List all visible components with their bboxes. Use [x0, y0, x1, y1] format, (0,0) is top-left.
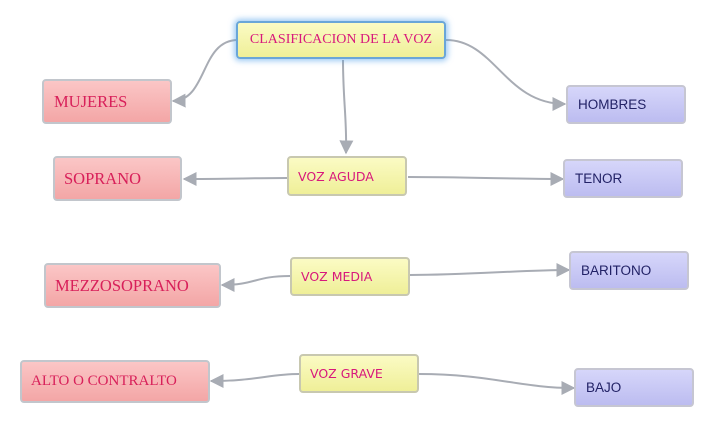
- alto-contralto-label: ALTO O CONTRALTO: [31, 373, 177, 389]
- mezzosoprano-label: MEZZOSOPRANO: [55, 275, 189, 295]
- connector-voz-media-to-mezzosoprano: [220, 275, 291, 292]
- alto-contralto-node[interactable]: ALTO O CONTRALTO: [20, 360, 210, 403]
- connector-root-to-women: [171, 39, 239, 108]
- baritono-node[interactable]: BARITONO: [569, 251, 689, 290]
- voz-media-label: VOZ MEDIA: [301, 269, 373, 284]
- soprano-label: SOPRANO: [64, 168, 142, 188]
- voz-grave-node[interactable]: VOZ GRAVE: [299, 354, 419, 393]
- connector-root-to-men: [445, 39, 567, 111]
- women-label: MUJERES: [54, 91, 128, 111]
- connector-voz-aguda-to-soprano: [182, 171, 288, 186]
- voz-media-node[interactable]: VOZ MEDIA: [290, 257, 410, 296]
- mezzosoprano-node[interactable]: MEZZOSOPRANO: [44, 263, 221, 308]
- connector-voz-aguda-to-tenor: [407, 171, 565, 186]
- connector-voz-grave-to-bajo: [418, 373, 576, 395]
- connector-root-to-voz-aguda: [339, 59, 354, 155]
- men-node[interactable]: HOMBRES: [566, 85, 686, 124]
- connector-voz-grave-to-alto: [209, 373, 300, 388]
- women-node[interactable]: MUJERES: [42, 79, 172, 124]
- soprano-node[interactable]: SOPRANO: [53, 156, 182, 201]
- baritono-label: BARITONO: [581, 263, 652, 278]
- root-label: CLASIFICACION DE LA VOZ: [249, 32, 433, 47]
- connector-voz-media-to-baritono: [409, 263, 571, 278]
- voz-aguda-node[interactable]: VOZ AGUDA: [287, 156, 407, 196]
- bajo-label: BAJO: [586, 380, 622, 395]
- tenor-label: TENOR: [575, 171, 623, 186]
- root-node[interactable]: CLASIFICACION DE LA VOZ: [236, 21, 446, 59]
- men-label: HOMBRES: [578, 97, 647, 112]
- voz-aguda-label: VOZ AGUDA: [298, 168, 374, 184]
- voz-grave-label: VOZ GRAVE: [310, 366, 383, 381]
- tenor-node[interactable]: TENOR: [563, 159, 683, 198]
- bajo-node[interactable]: BAJO: [574, 368, 694, 407]
